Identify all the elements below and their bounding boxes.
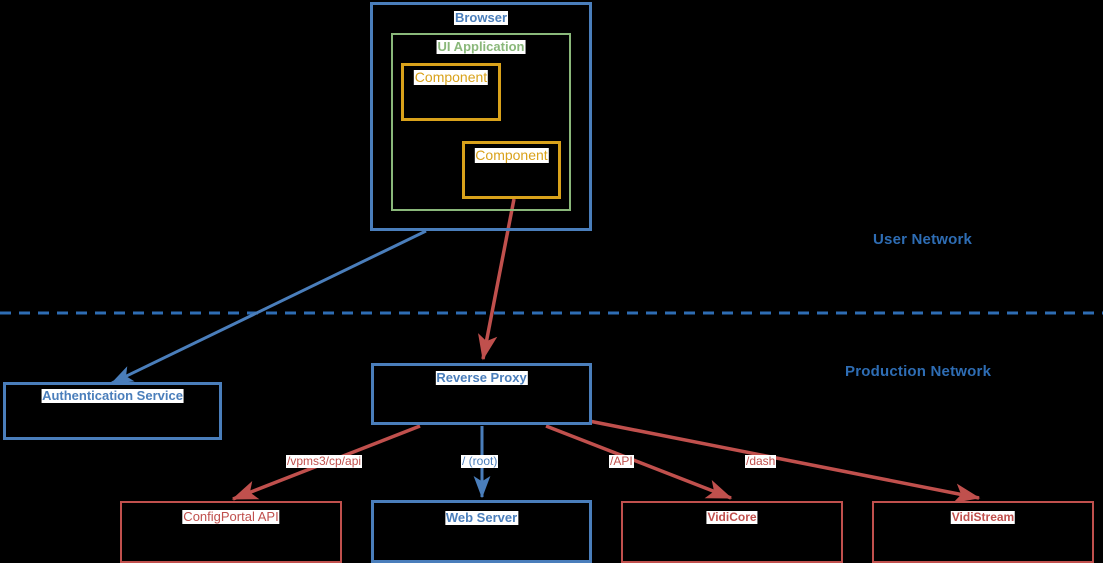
edge-label-root: / (root): [461, 454, 499, 469]
node-configportal-api[interactable]: ConfigPortal API: [120, 501, 342, 563]
edge-label-vpms3-cp-api: /vpms3/cp/api: [286, 454, 363, 469]
node-ui-application[interactable]: UI Application: [391, 33, 571, 211]
node-browser[interactable]: Browser: [370, 2, 592, 231]
node-web-server[interactable]: Web Server: [371, 500, 592, 563]
node-web-server-label: Web Server: [444, 510, 519, 525]
node-component-1[interactable]: Component: [401, 63, 501, 121]
node-reverse-proxy-label: Reverse Proxy: [435, 370, 528, 385]
zone-label-user-network: User Network: [873, 231, 973, 248]
node-browser-label: Browser: [453, 10, 509, 25]
node-configportal-api-label: ConfigPortal API: [182, 509, 280, 524]
edge-proxy-to-vidistream: [588, 419, 981, 503]
edge-proxy-to-vidicore: [545, 424, 733, 500]
edge-label-api: /API: [609, 454, 634, 469]
node-ui-application-label: UI Application: [436, 39, 526, 54]
node-reverse-proxy[interactable]: Reverse Proxy: [371, 363, 592, 425]
node-vidistream-label: VidiStream: [950, 510, 1016, 524]
node-vidicore[interactable]: VidiCore: [621, 501, 843, 563]
node-component-2[interactable]: Component: [462, 141, 561, 199]
edge-browser-to-auth: [110, 229, 427, 385]
zone-label-production-network: Production Network: [845, 363, 992, 380]
node-component-1-label: Component: [413, 69, 489, 85]
node-vidicore-label: VidiCore: [706, 510, 758, 524]
edge-label-dash: /dash: [745, 454, 777, 469]
node-component-2-label: Component: [474, 147, 549, 163]
node-authentication-service-label: Authentication Service: [41, 388, 184, 403]
node-vidistream[interactable]: VidiStream: [872, 501, 1094, 563]
node-authentication-service[interactable]: Authentication Service: [3, 382, 222, 440]
